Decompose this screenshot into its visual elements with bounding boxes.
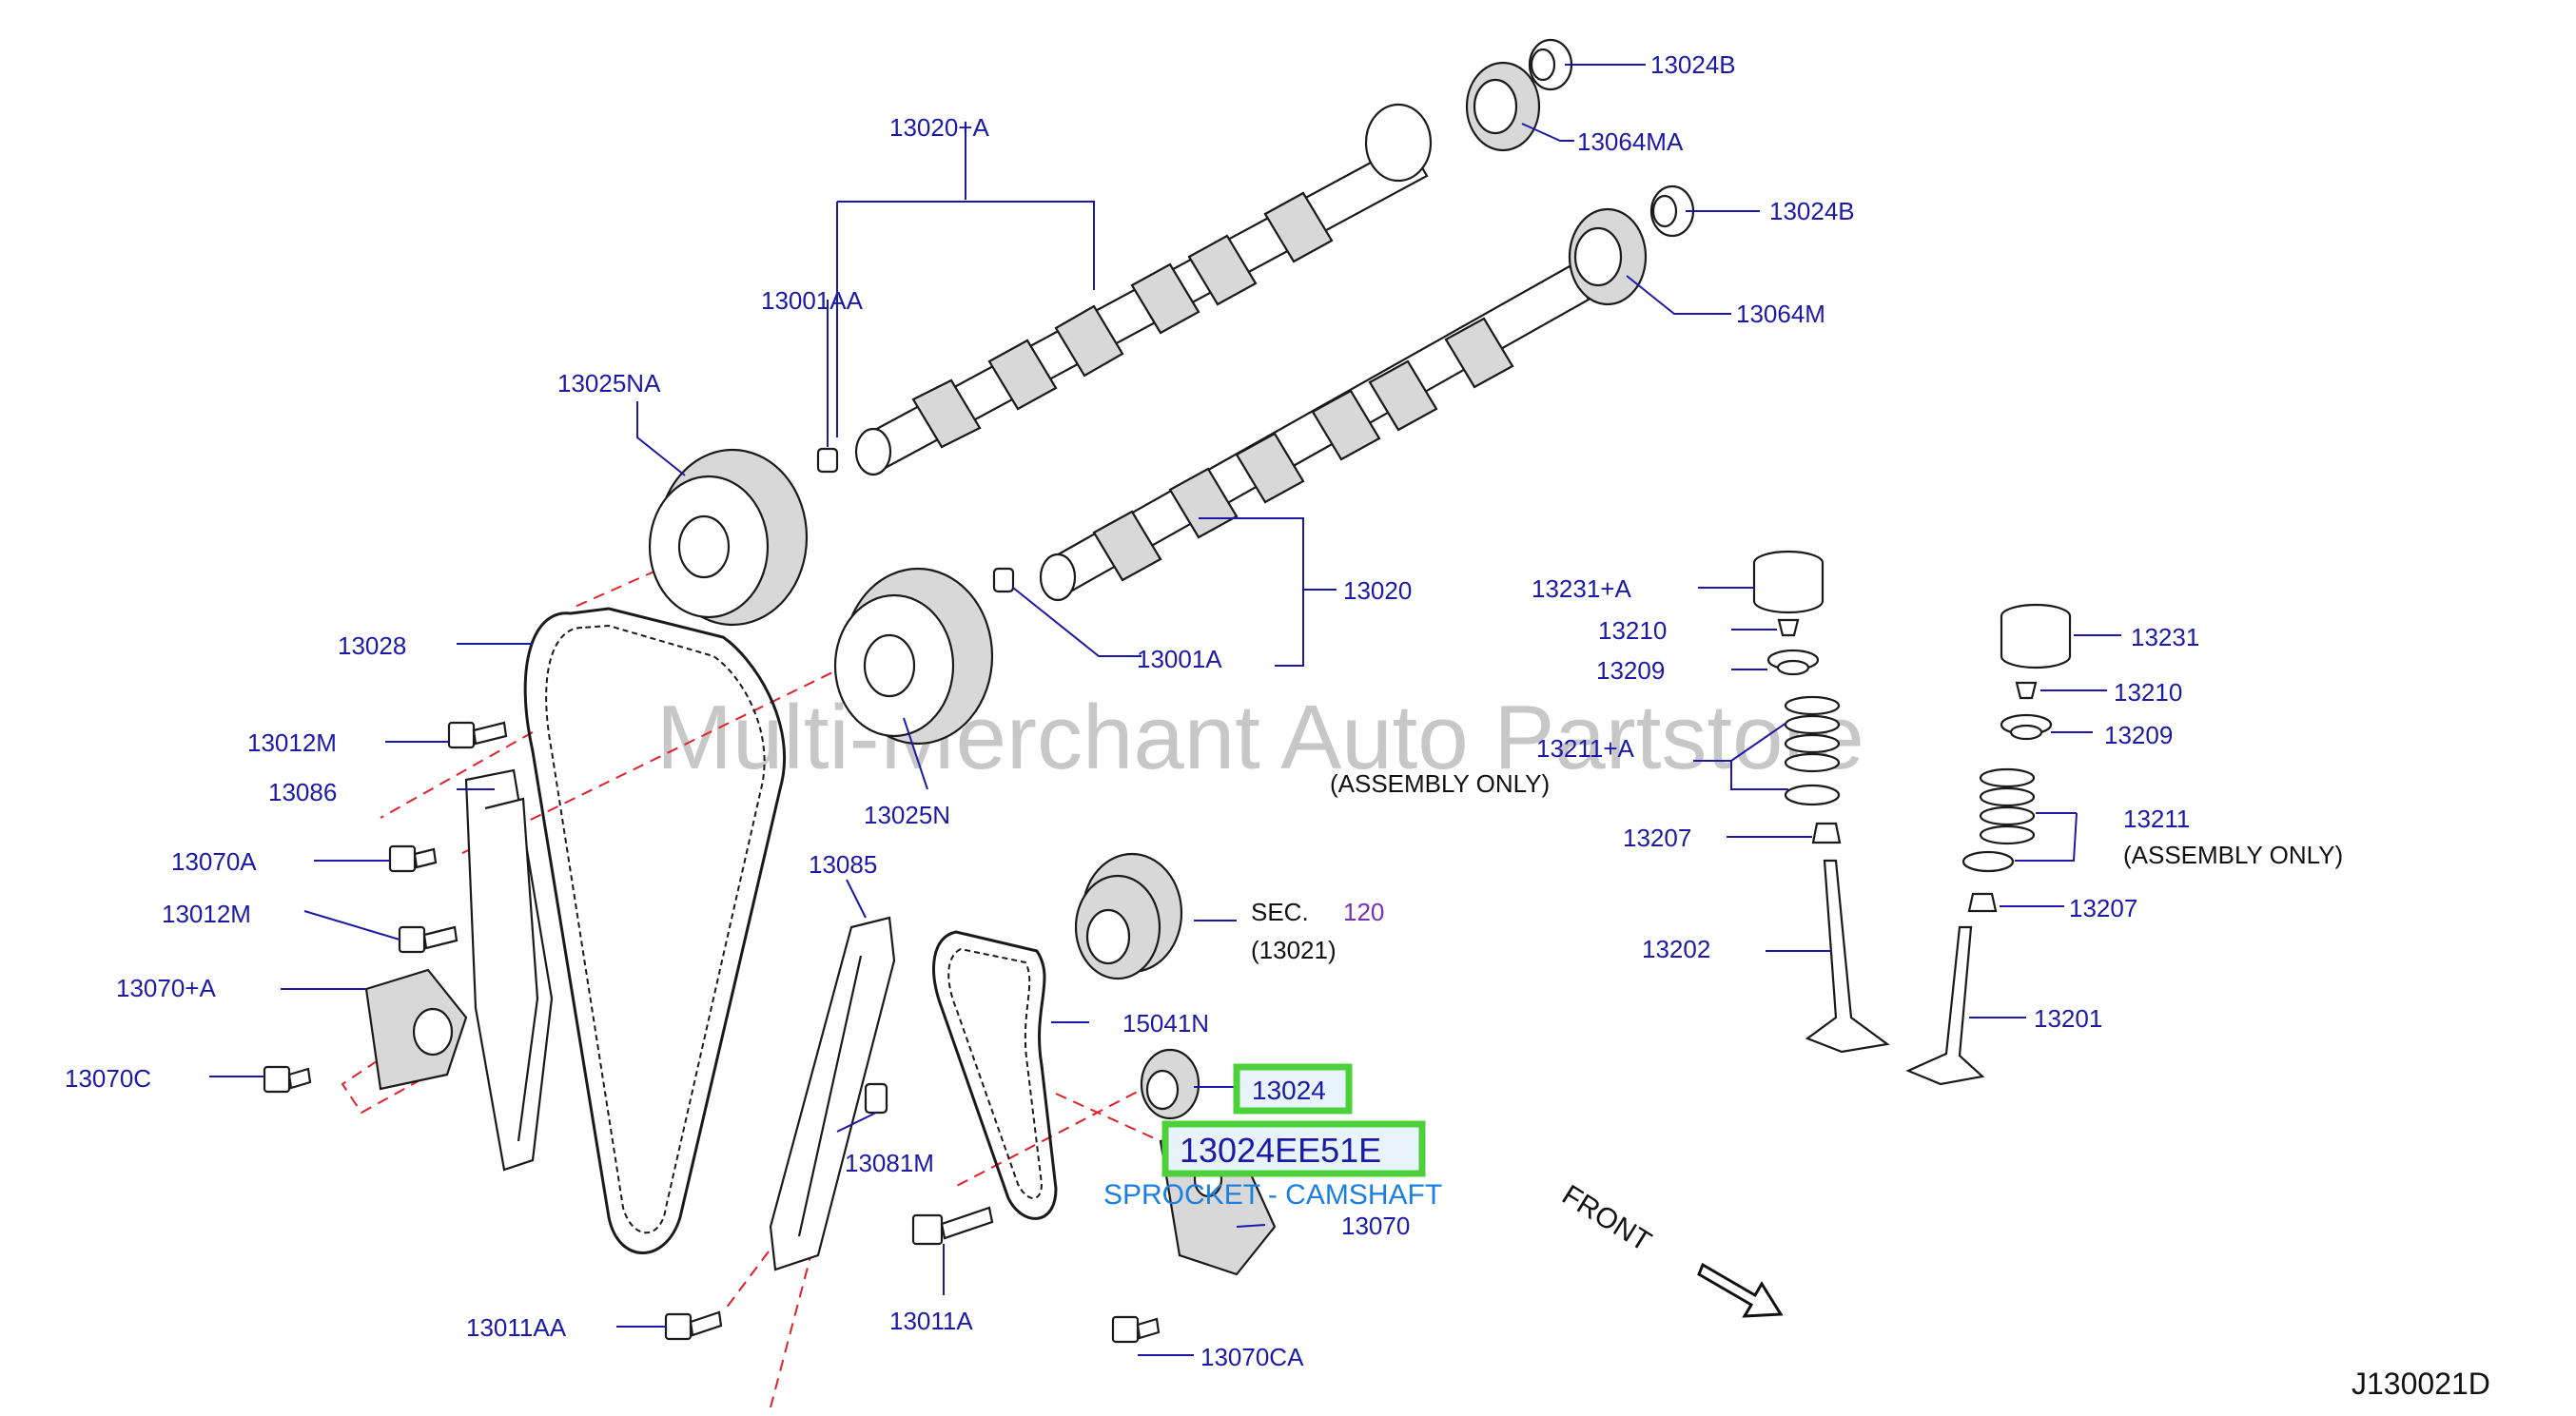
camshaft-intake[interactable] — [854, 103, 1433, 476]
label-13001A[interactable]: 13001A — [1137, 645, 1222, 673]
label-13070C[interactable]: 13070C — [65, 1064, 151, 1093]
label-13028[interactable]: 13028 — [338, 631, 406, 660]
label-13085[interactable]: 13085 — [809, 850, 877, 879]
label-13210-right[interactable]: 13210 — [2114, 678, 2182, 707]
chain-guide-13086[interactable] — [464, 768, 554, 1172]
diagram-reference-code: J130021D — [2352, 1367, 2490, 1401]
label-13211A[interactable]: 13211+A — [1536, 734, 1635, 763]
label-13024B-top[interactable]: 13024B — [1650, 50, 1736, 79]
label-13231[interactable]: 13231 — [2131, 623, 2199, 651]
bolt-13070A[interactable] — [388, 844, 438, 873]
highlight-box-part-number — [1233, 1063, 1353, 1115]
label-sec-prefix: SEC. — [1251, 898, 1309, 926]
label-13020[interactable]: 13020 — [1343, 576, 1412, 605]
label-assembly-only-left: (ASSEMBLY ONLY) — [1330, 769, 1550, 798]
highlighted-part-description: SPROCKET - CAMSHAFT — [1103, 1179, 1442, 1211]
label-13209-left[interactable]: 13209 — [1596, 656, 1665, 685]
bolt-13011A[interactable] — [911, 1206, 994, 1246]
valve-seal-13207-left[interactable] — [1811, 822, 1842, 844]
label-13012M-top[interactable]: 13012M — [247, 728, 337, 757]
front-label: FRONT — [1556, 1179, 1656, 1258]
vvt-sprocket-13025NA[interactable] — [648, 448, 809, 627]
vvt-sprocket-13025N[interactable] — [833, 567, 994, 746]
gear-13021[interactable] — [1074, 852, 1183, 980]
valve-lifter-13231A[interactable] — [1752, 550, 1825, 614]
label-13011AA[interactable]: 13011AA — [466, 1313, 567, 1342]
label-13025NA[interactable]: 13025NA — [557, 369, 661, 398]
label-sec-number[interactable]: 120 — [1343, 898, 1384, 926]
label-13070[interactable]: 13070 — [1341, 1212, 1410, 1240]
chain-tensioner-13070A[interactable] — [364, 968, 468, 1091]
highlighted-part-callout[interactable]: 13024 13024EE51E SPROCKET - CAMSHAFT — [1103, 1063, 1442, 1211]
highlight-box-oem-number — [1161, 1120, 1426, 1177]
spring-retainer-13209-left[interactable] — [1766, 649, 1820, 676]
label-assembly-only-right: (ASSEMBLY ONLY) — [2123, 841, 2343, 869]
chain-guide-13085[interactable] — [769, 916, 896, 1271]
bolt-13012M-top[interactable] — [447, 721, 508, 749]
valve-keeper-13210-right[interactable] — [2015, 681, 2038, 700]
sprocket-13064MA[interactable] — [1465, 61, 1541, 152]
assembly-guide-lines — [341, 570, 1171, 1408]
label-15041N[interactable]: 15041N — [1122, 1009, 1209, 1038]
leader-lines — [209, 64, 2121, 1356]
label-13086[interactable]: 13086 — [268, 778, 337, 806]
label-13070A[interactable]: 13070A — [171, 847, 257, 876]
label-13210-left[interactable]: 13210 — [1598, 616, 1667, 645]
valve-13202[interactable] — [1805, 859, 1890, 1054]
part-labels: 13024B 13064MA 13020+A 13024B 13064M 130… — [65, 50, 2343, 1371]
label-13070CA[interactable]: 13070CA — [1200, 1343, 1304, 1371]
dowel-pin-13001AA[interactable] — [816, 447, 839, 474]
label-13081M[interactable]: 13081M — [845, 1149, 934, 1177]
spring-retainer-13209-right[interactable] — [2000, 713, 2053, 741]
timing-chain-13028[interactable] — [523, 607, 787, 1254]
label-13207-right[interactable]: 13207 — [2069, 894, 2137, 922]
bolt-13011AA[interactable] — [664, 1310, 723, 1341]
highlighted-oem-number[interactable]: 13024EE51E — [1180, 1131, 1381, 1170]
valve-spring-13211A[interactable] — [1784, 695, 1841, 806]
label-13207-left[interactable]: 13207 — [1623, 824, 1691, 852]
label-13211[interactable]: 13211 — [2123, 805, 2190, 833]
label-13020A[interactable]: 13020+A — [889, 113, 989, 142]
valve-keeper-13210-left[interactable] — [1777, 618, 1800, 637]
valve-seal-13207-right[interactable] — [1967, 892, 1998, 913]
label-13209-right[interactable]: 13209 — [2104, 721, 2173, 749]
cap-13024B-mid[interactable] — [1649, 184, 1695, 238]
bolt-13012M-mid[interactable] — [398, 925, 459, 954]
label-13024B-mid[interactable]: 13024B — [1769, 197, 1855, 225]
timing-chain-15041N[interactable] — [932, 930, 1058, 1220]
bolt-13070CA[interactable] — [1111, 1315, 1161, 1344]
label-13201[interactable]: 13201 — [2034, 1004, 2102, 1033]
label-13025N[interactable]: 13025N — [864, 801, 950, 829]
label-13064M[interactable]: 13064M — [1736, 300, 1825, 328]
label-13001AA[interactable]: 13001AA — [761, 286, 864, 315]
label-13012M-mid[interactable]: 13012M — [162, 900, 251, 928]
label-13064MA[interactable]: 13064MA — [1577, 127, 1684, 156]
dowel-pin-13001A[interactable] — [992, 567, 1015, 593]
sprocket-camshaft-13024[interactable] — [1140, 1048, 1200, 1120]
sprocket-13064M[interactable] — [1568, 207, 1648, 306]
label-13021: (13021) — [1251, 936, 1337, 964]
highlighted-part-number[interactable]: 13024 — [1252, 1076, 1326, 1105]
label-13011A[interactable]: 13011A — [889, 1307, 973, 1335]
camshaft-exhaust[interactable] — [1039, 264, 1590, 602]
label-13231A[interactable]: 13231+A — [1532, 574, 1631, 603]
bolt-13070C[interactable] — [263, 1065, 312, 1094]
valve-spring-13211[interactable] — [1961, 767, 2036, 873]
watermark: Multi-Merchant Auto Partstore — [656, 687, 1864, 788]
valve-lifter-13231[interactable] — [2000, 603, 2072, 669]
front-direction-indicator: FRONT — [1556, 1179, 1784, 1318]
label-13070A-plus[interactable]: 13070+A — [116, 974, 216, 1002]
cap-13024B-top[interactable] — [1528, 38, 1573, 91]
valve-13201[interactable] — [1905, 925, 1985, 1086]
label-13202[interactable]: 13202 — [1642, 935, 1710, 963]
dowel-pin-13081M[interactable] — [864, 1082, 888, 1115]
front-arrow-icon — [1697, 1262, 1784, 1318]
